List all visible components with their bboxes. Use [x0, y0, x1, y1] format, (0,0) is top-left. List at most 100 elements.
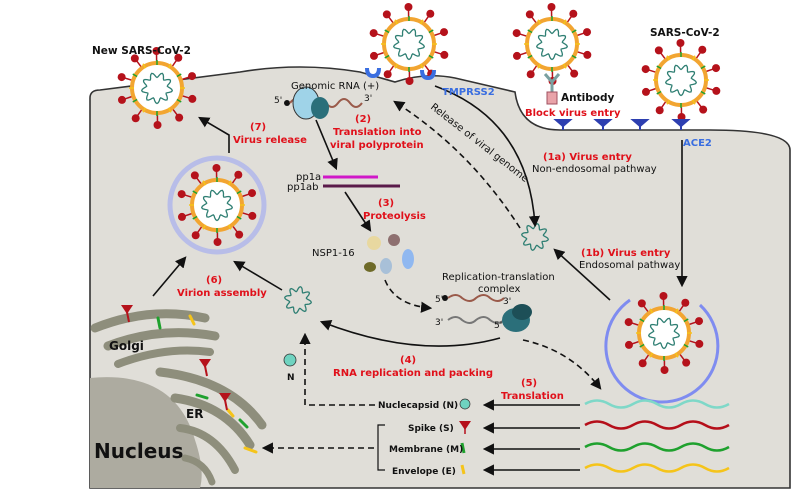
spike-head — [624, 340, 633, 349]
label-rna-5prime: 5' — [274, 96, 282, 106]
spike-head — [682, 358, 691, 367]
label-step1b-sub: Endosomal pathway — [579, 260, 680, 271]
viral-envelope — [130, 61, 184, 115]
membrane-protein — [571, 54, 577, 59]
membrane-protein — [562, 63, 567, 69]
spike-protein — [660, 52, 667, 60]
label-genomic-rna: Genomic RNA (+) — [291, 81, 379, 92]
label-ace2: ACE2 — [683, 138, 712, 149]
arrow-golgi-to-assembly — [152, 256, 187, 297]
spike-head — [655, 106, 664, 115]
spike-protein — [241, 211, 250, 216]
viral-envelope — [654, 53, 708, 107]
spike-protein — [171, 108, 178, 116]
label-nsp: NSP1-16 — [312, 248, 355, 259]
spike-head — [512, 29, 521, 38]
spike-head — [641, 87, 650, 96]
label-step1a-sub: Non-endosomal pathway — [532, 164, 657, 175]
membrane-protein — [176, 73, 182, 78]
spike-head — [174, 53, 183, 62]
membrane-protein — [394, 19, 399, 25]
spike-head — [569, 9, 578, 18]
wave-membrane — [584, 442, 730, 452]
spike-head — [570, 69, 579, 78]
replication-complex — [442, 294, 532, 332]
membrane-protein — [656, 90, 662, 95]
spike-protein — [678, 353, 685, 361]
spike-head — [512, 51, 521, 60]
spike-head — [382, 10, 391, 19]
membrane-protein — [202, 224, 207, 230]
membrane-protein — [674, 352, 679, 358]
label-rtc-5prime-top: 5' — [435, 295, 443, 305]
spike-protein — [566, 64, 573, 72]
spike-head — [117, 95, 126, 104]
label-n: N — [287, 373, 295, 383]
label-step6-title: Virion assembly — [177, 288, 267, 299]
viral-rna-coil — [664, 64, 698, 97]
spike-icon — [459, 421, 471, 434]
spike-protein — [196, 225, 203, 234]
label-step2-line1: Translation into — [333, 127, 422, 138]
viral-rna-coil — [140, 72, 174, 105]
viral-rna-coil — [200, 189, 234, 222]
label-step7-title: Virus release — [233, 135, 307, 146]
label-rtc-line1: Replication-translation — [442, 272, 555, 283]
spike-protein — [136, 60, 143, 68]
membrane-protein — [236, 215, 242, 220]
spike-head — [583, 50, 592, 59]
spike-protein — [566, 15, 573, 24]
viral-rna-coil — [535, 28, 569, 61]
membrane-protein — [236, 190, 242, 195]
spike-head — [213, 237, 222, 246]
label-pp1a: pp1a — [296, 172, 321, 183]
spike-head — [712, 86, 721, 95]
label-virus: SARS-CoV-2 — [650, 27, 720, 39]
spike-protein — [705, 68, 714, 73]
ribosome-icon — [292, 86, 329, 120]
spike-protein — [695, 100, 702, 108]
label-rtc-line2: complex — [478, 284, 520, 295]
spike-head — [177, 212, 186, 221]
wave-spike — [584, 420, 730, 430]
new-sars-cov-2-virion — [117, 47, 197, 129]
spike-head — [712, 64, 721, 73]
label-new-virus: New SARS-CoV-2 — [92, 45, 191, 57]
label-rtc-3prime-top: 3' — [503, 297, 511, 307]
arrow-nsp-to-complex — [384, 279, 433, 313]
label-step5-title: Translation — [501, 391, 564, 402]
membrane-protein — [649, 308, 654, 314]
spike-protein — [678, 304, 685, 313]
spike-protein — [643, 353, 650, 362]
spike-protein — [136, 108, 143, 117]
label-er: ER — [186, 407, 203, 421]
spike-head — [677, 112, 686, 121]
virion-in-endosome — [624, 292, 704, 374]
spike-head — [698, 45, 707, 54]
viral-envelope — [637, 306, 691, 360]
membrane-protein — [639, 343, 645, 348]
endosome — [604, 298, 720, 404]
membrane-protein — [428, 54, 434, 59]
label-step2-line2: viral polyprotein — [330, 140, 424, 151]
membrane-protein — [227, 224, 232, 230]
spike-protein — [241, 193, 250, 198]
spike-head — [369, 51, 378, 60]
label-rna-3prime: 3' — [364, 94, 372, 104]
spike-head — [426, 9, 435, 18]
spike-protein — [519, 33, 528, 38]
spike-head — [654, 46, 663, 55]
spike-protein — [196, 177, 203, 185]
nucleocapsid-icon — [459, 398, 471, 410]
spike-protein — [531, 16, 538, 24]
spike-protein — [388, 16, 395, 24]
spike-head — [188, 72, 197, 81]
label-step7-number: (7) — [250, 122, 266, 133]
envelope-icon — [460, 464, 466, 475]
membrane-protein — [176, 98, 182, 103]
spike-protein — [388, 64, 395, 73]
spike-head — [212, 164, 221, 173]
nucleus — [90, 377, 202, 488]
arrow-nucleocapsid-to-rna — [299, 332, 375, 406]
spike-in-golgi — [121, 305, 133, 323]
